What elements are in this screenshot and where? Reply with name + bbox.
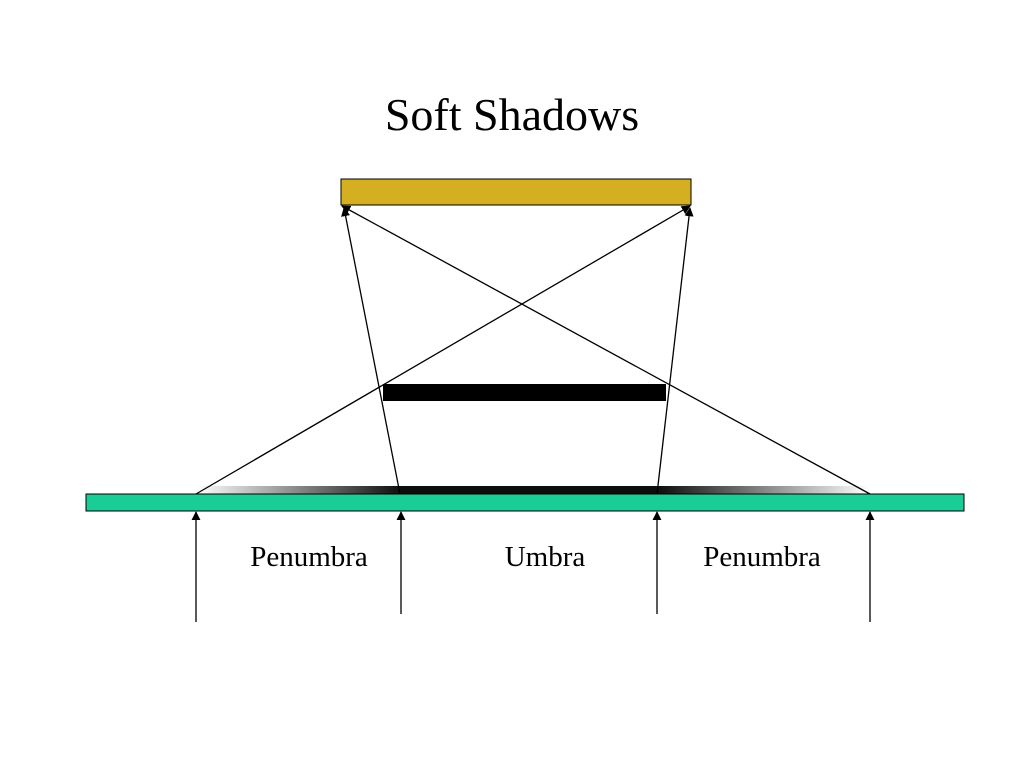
ray-right-umbra bbox=[656, 207, 694, 495]
label-umbra: Umbra bbox=[505, 541, 586, 573]
receiver-surface bbox=[85, 493, 965, 512]
light-source bbox=[340, 178, 692, 206]
soft-shadow-band bbox=[196, 486, 870, 494]
occluder-bar bbox=[383, 384, 666, 401]
slide-title: Soft Shadows bbox=[384, 89, 640, 140]
label-right-penumbra: Penumbra bbox=[703, 541, 821, 573]
ray-left-umbra bbox=[341, 207, 401, 495]
ray-left-penumbra bbox=[195, 205, 691, 495]
label-left-penumbra: Penumbra bbox=[250, 541, 368, 573]
ray-right-penumbra bbox=[341, 205, 871, 495]
